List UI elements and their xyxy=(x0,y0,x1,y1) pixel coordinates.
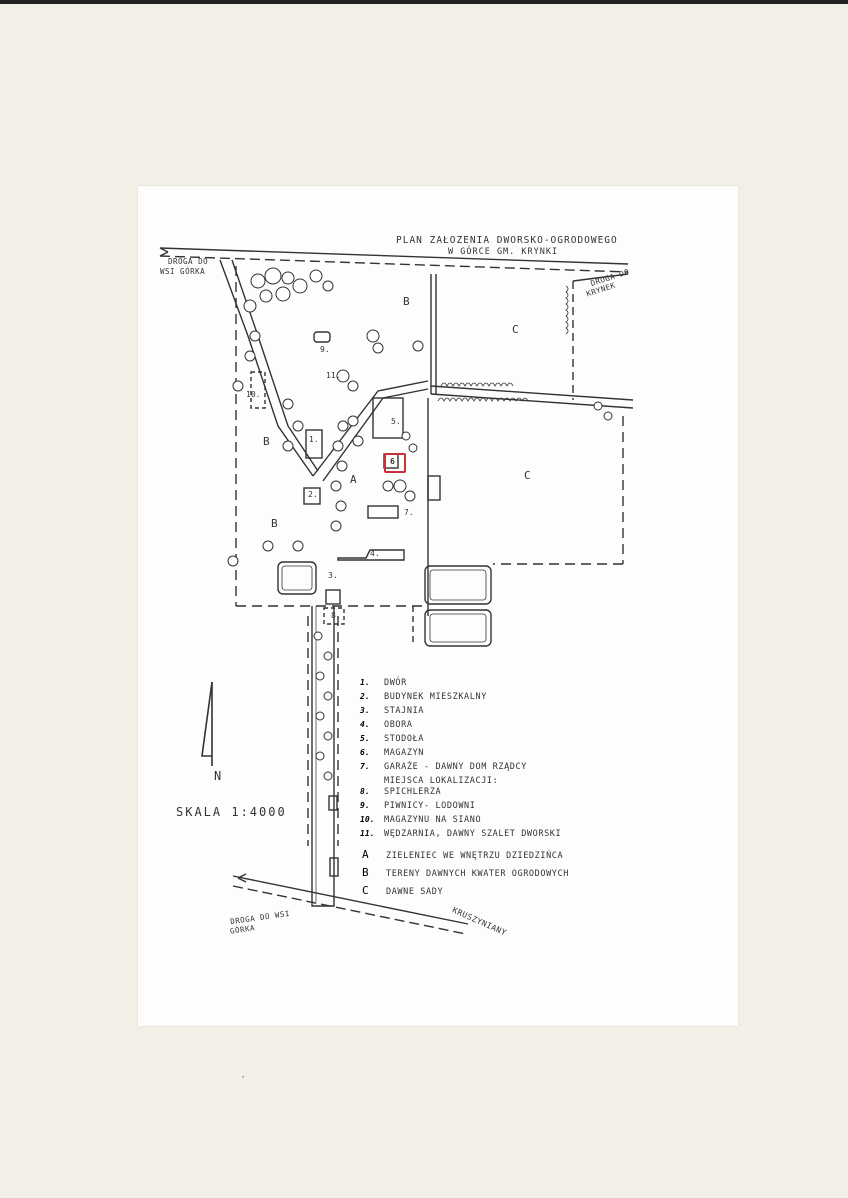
legend-item: 10.MAGAZYNU NA SIANO xyxy=(360,815,482,825)
map-number-6: 6 xyxy=(390,457,395,466)
legend-item: 4.OBORA xyxy=(360,720,413,730)
zone-b-top: B xyxy=(403,295,410,308)
legend-item: 7.GARAŻE - DAWNY DOM RZĄDCY xyxy=(360,762,527,772)
map-number-1: 1. xyxy=(309,435,319,444)
zone-b-left: B xyxy=(263,435,270,448)
map-number-5: 5. xyxy=(391,417,401,426)
margin-mark: · xyxy=(240,1072,247,1083)
legend-item: 1.DWÓR xyxy=(360,678,407,688)
plan-subtitle: W GÓRCE GM. KRYNKI xyxy=(448,247,559,257)
legend-item: 2.BUDYNEK MIESZKALNY xyxy=(360,692,487,702)
road-label-top-left-1: DROGA DO xyxy=(168,257,209,266)
map-number-4: 4. xyxy=(370,549,380,558)
legend-item: 6.MAGAZYN xyxy=(360,748,425,758)
site-plan-drawing xyxy=(159,247,634,935)
plan-title: PLAN ZAŁOZENIA DWORSKO-OGRODOWEGO xyxy=(396,235,618,246)
zone-b-lower: B xyxy=(271,517,278,530)
map-number-9: 9. xyxy=(320,345,330,354)
legend-item: 8.SPICHLERZA xyxy=(360,787,442,797)
top-edge-bar xyxy=(0,0,848,4)
map-sheet: PLAN ZAŁOZENIA DWORSKO-OGRODOWEGO W GÓRC… xyxy=(138,186,738,1026)
map-number-2: 2. xyxy=(308,490,318,499)
scale-label: SKALA 1:4000 xyxy=(176,805,287,819)
map-number-10: 10. xyxy=(246,390,261,399)
map-number-8: 8. xyxy=(331,611,341,620)
legend-item: 5.STODOŁA xyxy=(360,734,425,744)
map-number-7: 7. xyxy=(404,508,414,517)
zone-a: A xyxy=(350,473,357,486)
legend-item: 11.WĘDZARNIA, DAWNY SZALET DWORSKI xyxy=(360,829,562,839)
road-label-top-left-2: WSI GÓRKA xyxy=(160,267,206,276)
north-arrow-label: N xyxy=(214,769,222,783)
map-number-11: 11. xyxy=(326,371,341,380)
zone-c-right: C xyxy=(524,469,531,482)
highlight-box-building-6 xyxy=(384,453,406,473)
zone-c-top: C xyxy=(512,323,519,336)
legend-item: MIEJSCA LOKALIZACJI: xyxy=(384,776,499,786)
map-number-3: 3. xyxy=(328,571,338,580)
legend-item: 3.STAJNIA xyxy=(360,706,425,716)
legend-item: 9.PIWNICY- LODOWNI xyxy=(360,801,476,811)
